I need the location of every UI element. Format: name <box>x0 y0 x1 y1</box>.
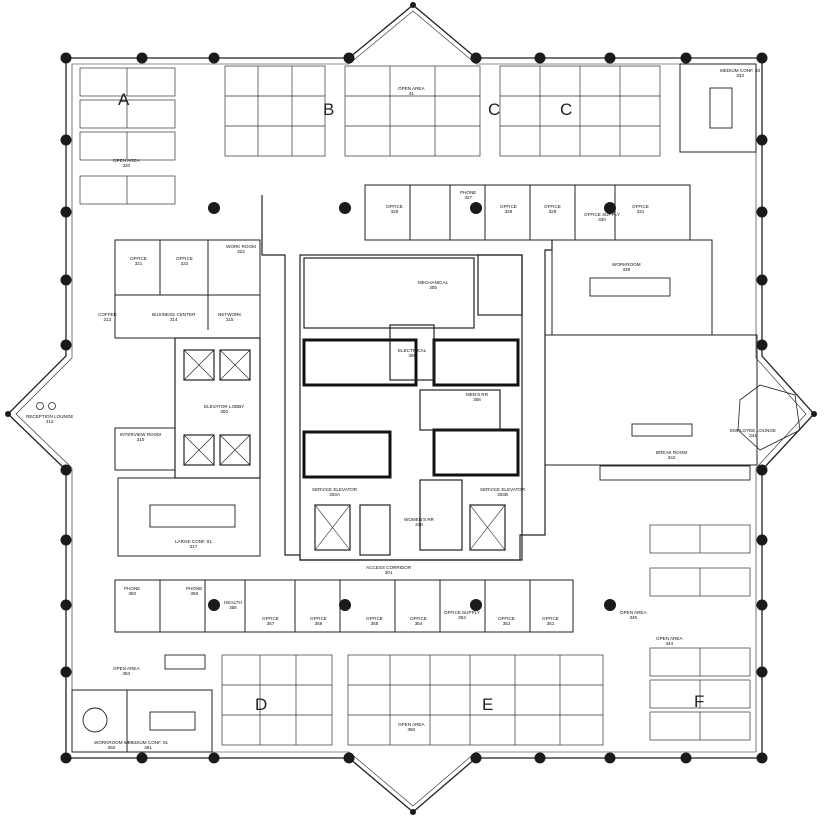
shaft-upper-right <box>432 338 520 387</box>
zone-label-b: B <box>323 100 335 119</box>
zone-label-a: A <box>118 90 130 109</box>
core-box <box>299 254 523 561</box>
womens-rr-box <box>419 479 463 551</box>
elevator-1 <box>183 349 215 381</box>
building-outline-inner <box>15 10 807 807</box>
conference-table-361 <box>149 711 196 731</box>
workroom-339-box <box>551 239 713 336</box>
office-row-bottom <box>114 579 574 633</box>
shaft-lower-right <box>432 428 520 477</box>
break-room-box <box>544 334 758 466</box>
zone-label-c2: C <box>560 100 573 119</box>
stairs-a <box>359 504 391 556</box>
conference-table-workroom <box>589 277 671 297</box>
reception-chair-2 <box>48 402 56 410</box>
break-room-counter-2 <box>599 465 751 481</box>
office-row-top <box>364 184 691 241</box>
service-elevator-b-box <box>469 504 506 551</box>
business-center-box <box>114 294 261 339</box>
electrical-room <box>389 324 435 381</box>
stairs-b <box>477 254 523 316</box>
employee-lounge-seating <box>737 384 801 451</box>
service-elevator-a-box <box>314 504 351 551</box>
elevator-3 <box>183 434 215 466</box>
columns <box>5 2 817 815</box>
conference-table-medium-33 <box>709 87 733 129</box>
elevator-2 <box>219 349 251 381</box>
medium-conf-361-box <box>126 689 213 753</box>
table-363 <box>164 654 206 670</box>
break-room-counter <box>631 423 693 437</box>
reception-chair-1 <box>36 402 44 410</box>
shaft-lower <box>302 430 392 479</box>
workstations <box>79 65 751 746</box>
zone-label-e: E <box>482 695 494 714</box>
mens-rr-box <box>419 389 501 431</box>
large-conf-box <box>117 477 261 557</box>
shaft-upper <box>302 338 418 387</box>
elevator-4 <box>219 434 251 466</box>
medium-conf-33-box <box>679 63 757 153</box>
mechanical-room <box>303 257 475 329</box>
zone-label-d: D <box>255 695 268 714</box>
interview-room-box <box>114 427 176 471</box>
round-table-362 <box>82 707 108 733</box>
conference-table-large <box>149 504 236 528</box>
zone-label-f: F <box>694 692 705 711</box>
zone-label-c1: C <box>488 100 501 119</box>
